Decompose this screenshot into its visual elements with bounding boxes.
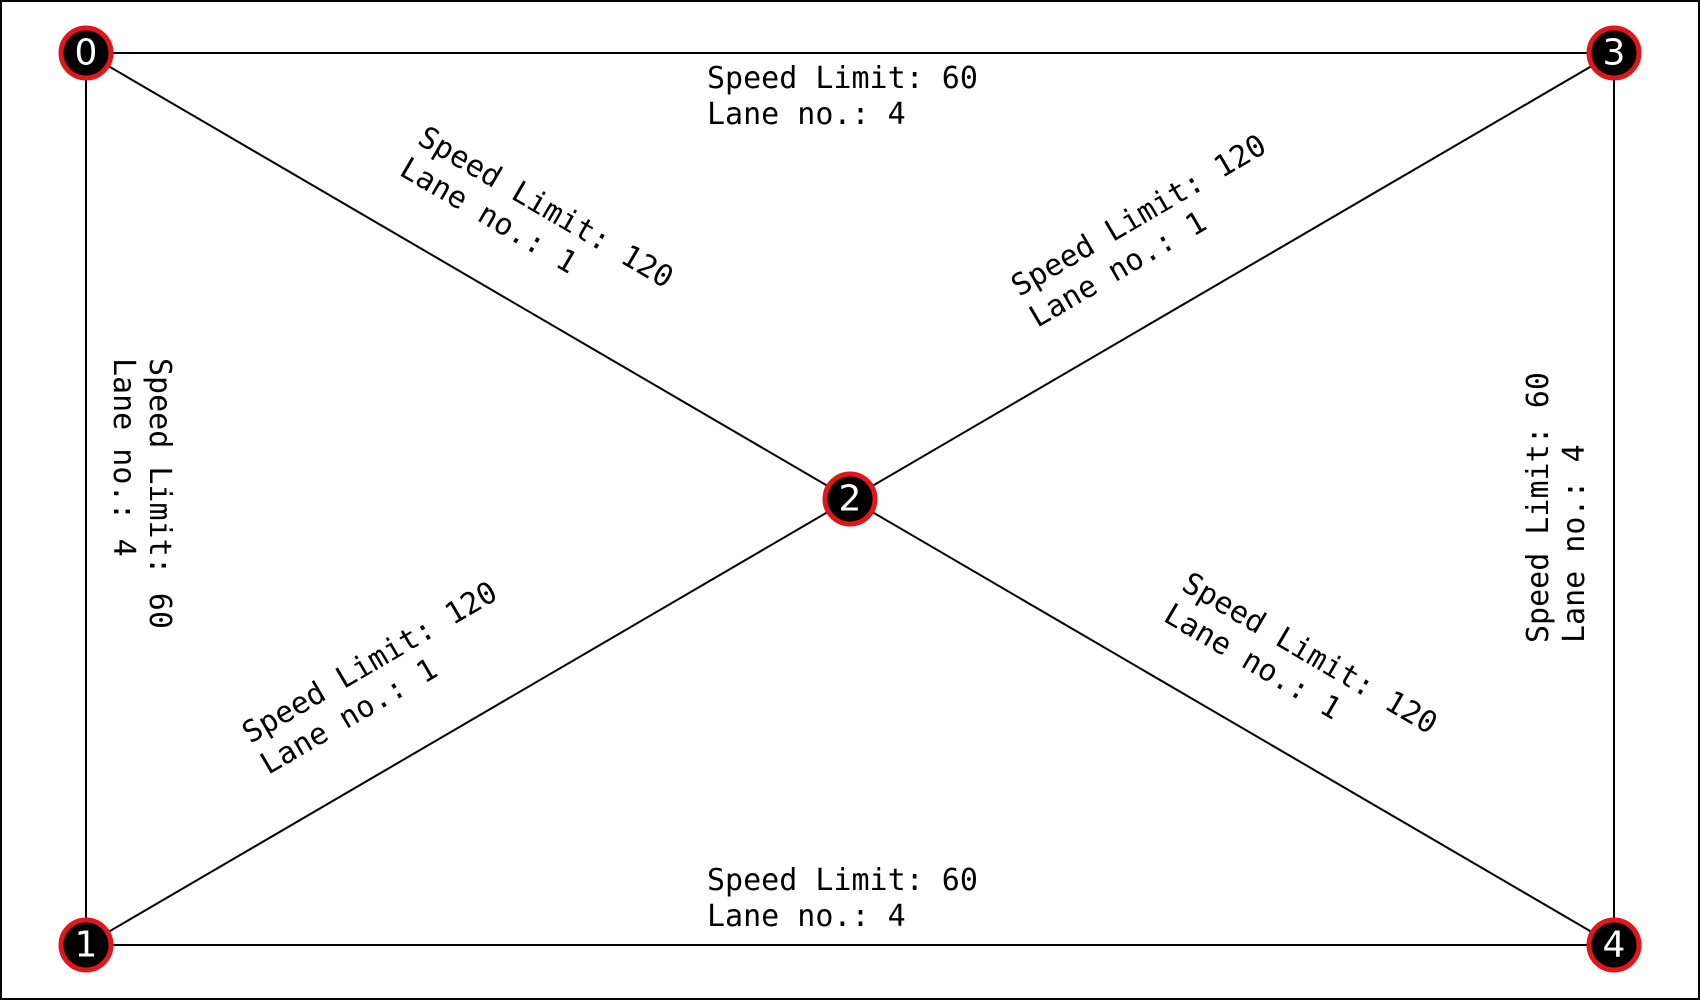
- node-4-circle: [1586, 917, 1642, 973]
- node-0: 0: [58, 25, 114, 81]
- edge-0-2: [85, 52, 851, 500]
- nodes-layer: 0 1 2 3 4: [58, 25, 1642, 973]
- node-2: 2: [822, 471, 878, 527]
- node-1-label: 1: [75, 925, 98, 966]
- edge-1-4-lanes-label: Lane no.: 4: [707, 899, 906, 934]
- node-0-label: 0: [75, 33, 98, 74]
- node-4: 4: [1586, 917, 1642, 973]
- edge-0-3-lanes-label: Lane no.: 4: [707, 97, 906, 132]
- node-0-circle: [58, 25, 114, 81]
- edge-0-1-speed-label: Speed Limit: 60: [142, 358, 177, 629]
- edge-0-3-speed-label: Speed Limit: 60: [707, 61, 978, 96]
- edges-layer: [85, 52, 1615, 946]
- node-1: 1: [58, 917, 114, 973]
- node-2-circle: [822, 471, 878, 527]
- node-2-label: 2: [839, 479, 862, 520]
- edge-2-3: [849, 52, 1615, 500]
- edge-1-4-speed-label: Speed Limit: 60: [707, 863, 978, 898]
- edge-3-4-lanes-label: Lane no.: 4: [1557, 444, 1592, 643]
- node-4-label: 4: [1603, 925, 1626, 966]
- node-3-label: 3: [1603, 33, 1626, 74]
- node-3: 3: [1586, 25, 1642, 81]
- edge-1-2: [85, 498, 851, 946]
- edge-0-1-lanes-label: Lane no.: 4: [106, 358, 141, 557]
- edge-3-4-speed-label: Speed Limit: 60: [1521, 372, 1556, 643]
- edge-2-4: [849, 498, 1615, 946]
- node-3-circle: [1586, 25, 1642, 81]
- node-1-circle: [58, 917, 114, 973]
